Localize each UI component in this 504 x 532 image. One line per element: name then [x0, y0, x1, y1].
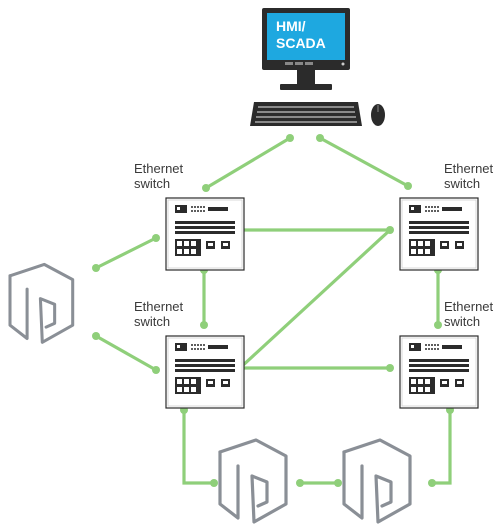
field-device-icon [8, 262, 75, 344]
link-dev3-bottomright [430, 408, 452, 485]
label-line2: switch [444, 176, 481, 191]
label-line1: Ethernet [444, 161, 494, 176]
label-line2: switch [134, 176, 171, 191]
keyboard-icon [250, 102, 362, 126]
field-device-bottom-middle [218, 438, 288, 524]
link-diag [238, 228, 392, 370]
link-bottomleft-dev2 [182, 408, 216, 485]
ethernet-switch-icon [399, 335, 479, 409]
network-links [94, 136, 452, 485]
screen-label-line1: HMI/ [276, 18, 306, 34]
ethernet-switch-top-left [165, 197, 245, 271]
hmi-scada-computer: HMI/ SCADA [250, 8, 385, 126]
link-pc-topleft [204, 136, 292, 190]
label-line1: Ethernet [134, 299, 184, 314]
ethernet-switch-icon [165, 335, 245, 409]
field-device-icon [218, 438, 288, 524]
desktop-monitor-icon: HMI/ SCADA [262, 8, 350, 90]
ethernet-switch-bottom-left [165, 335, 245, 409]
label-line1: Ethernet [444, 299, 494, 314]
label-line2: switch [134, 314, 171, 329]
switch-label-top-left: Ethernet switch [134, 161, 183, 191]
link-dev1-bottomleft [94, 334, 158, 372]
ethernet-switch-icon [399, 197, 479, 271]
field-device-icon [342, 438, 412, 524]
label-line2: switch [444, 314, 481, 329]
screen-label-line2: SCADA [276, 35, 326, 51]
mouse-icon [371, 104, 385, 126]
link-dev1-topleft [94, 236, 158, 270]
ethernet-switch-icon [165, 197, 245, 271]
switch-label-bottom-left: Ethernet switch [134, 299, 183, 329]
ethernet-switch-bottom-right [399, 335, 479, 409]
ethernet-switch-top-right [399, 197, 479, 271]
field-device-bottom-right [342, 438, 412, 524]
link-pc-topright [318, 136, 410, 188]
switch-label-top-right: Ethernet switch [444, 161, 493, 191]
label-line1: Ethernet [134, 161, 184, 176]
field-device-left [8, 262, 75, 344]
switch-label-bottom-right: Ethernet switch [444, 299, 493, 329]
